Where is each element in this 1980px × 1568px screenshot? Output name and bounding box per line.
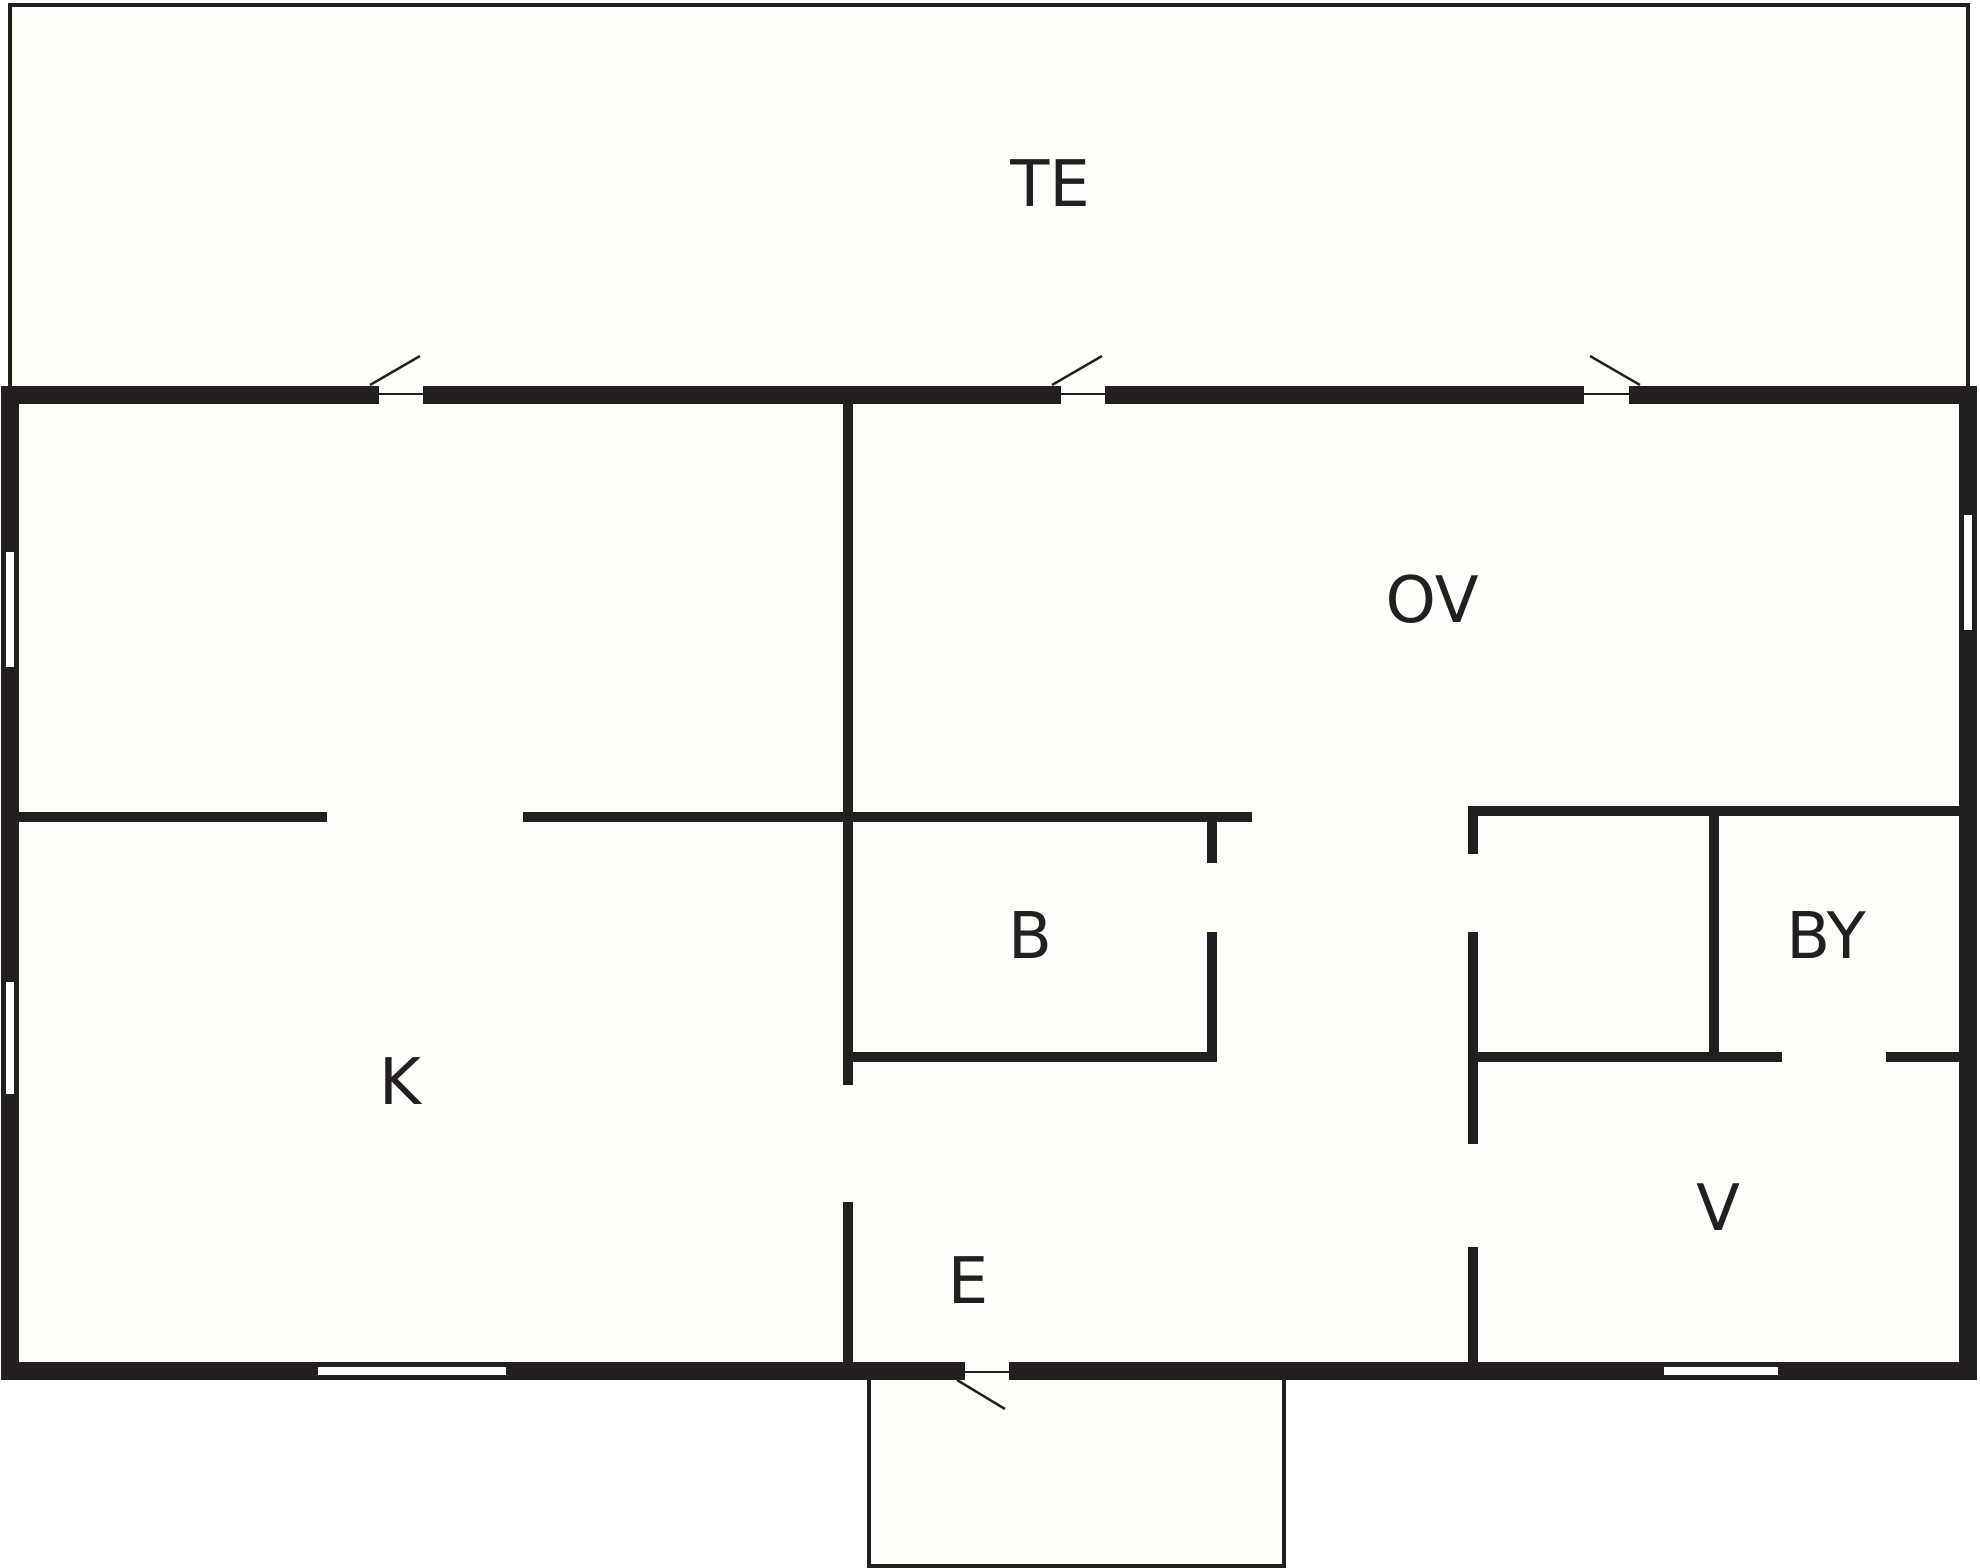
room-label-bedroom: B	[1008, 900, 1052, 974]
terrace-outline	[8, 3, 1970, 397]
room-label-bathroom: BY	[1786, 900, 1866, 974]
door-living-terrace-1	[1051, 354, 1103, 387]
room-label-living: OV	[1385, 564, 1478, 638]
window-left-lower	[6, 982, 14, 1094]
room-label-kitchen: K	[379, 1046, 423, 1120]
room-label-utility: V	[1696, 1172, 1740, 1246]
house-floor	[10, 395, 1968, 1371]
door-kitchen-terrace	[369, 354, 421, 387]
interior-walls	[10, 395, 1968, 1371]
doors	[369, 354, 1641, 1411]
window-right	[1964, 515, 1972, 630]
room-label-entrance: E	[948, 1245, 988, 1319]
window-left-upper	[6, 552, 14, 667]
windows	[6, 515, 1972, 1375]
door-entrance	[956, 1378, 1006, 1411]
door-living-terrace-2	[1589, 354, 1641, 387]
room-label-terrace: TE	[1009, 148, 1090, 222]
porch-outline	[867, 1369, 1286, 1568]
room-labels: TE OV B BY K E V	[379, 148, 1867, 1319]
window-bottom-left	[318, 1367, 506, 1375]
window-bottom-right	[1664, 1367, 1778, 1375]
